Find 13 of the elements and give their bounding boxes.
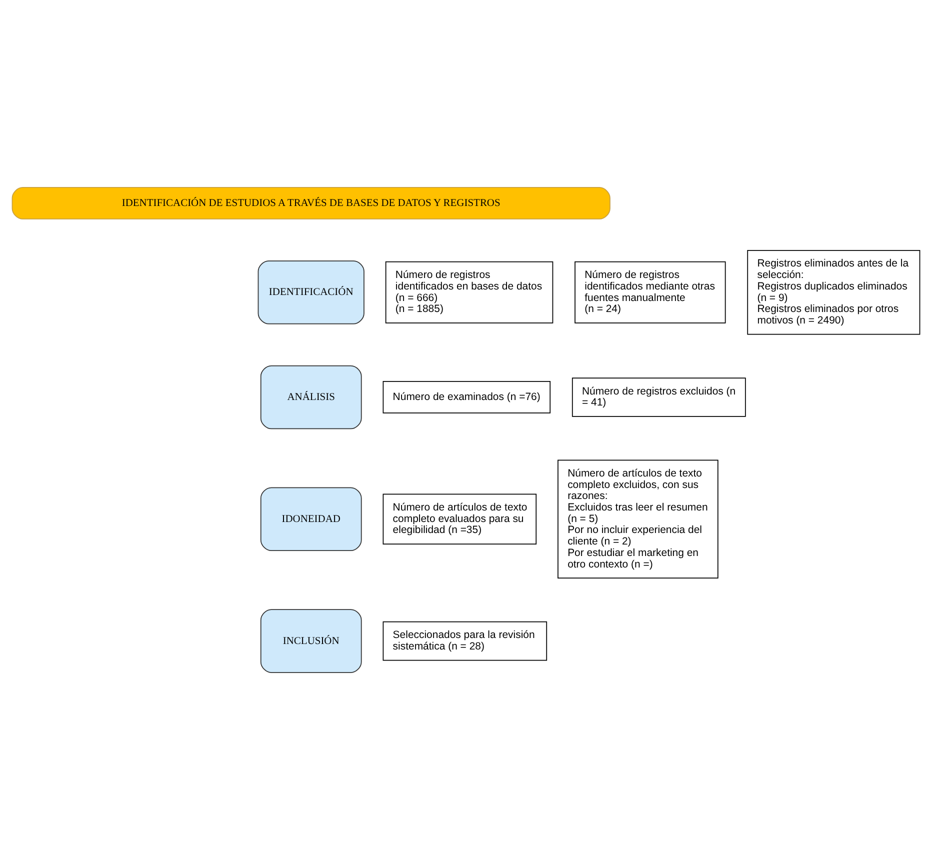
node-box: ANÁLISIS (260, 364, 362, 429)
node-box: Número de examinados (n =76) (382, 380, 551, 413)
node-box: IDENTIFICACIÓN (258, 260, 364, 324)
node-box: Número de artículos de texto completo excluidos, con sus razones: Excluidos tras leer el resumen (n = 5) Por no incluir experiencia del cliente (n = 2) Por estudiar el marketing en otro contexto (n =) (558, 459, 718, 578)
node-box: Registros eliminados antes de la selección: Registros duplicados eliminados (n = 9) Registros eliminados por otros motivos (n = 2490) (747, 249, 920, 334)
node-box: Número de registros identificados mediante otras fuentes manualmente (n = 24) (574, 260, 726, 323)
node-box: IDENTIFICACIÓN DE ESTUDIOS A TRAVÉS DE BASES DE DATOS Y REGISTROS (12, 186, 610, 219)
node-box: Número de registros excluidos (n = 41) (572, 377, 746, 416)
node-box: Número de registros identificados en bases de datos (n = 666) (n = 1885) (385, 260, 554, 323)
node-box: IDONEIDAD (260, 486, 362, 551)
node-box: Número de artículos de texto completo evaluados para su elegibilidad (n =35) (382, 493, 537, 544)
node-box: INCLUSIÓN (260, 608, 362, 672)
node-box: Seleccionados para la revisión sistemática (n = 28) (382, 620, 548, 660)
